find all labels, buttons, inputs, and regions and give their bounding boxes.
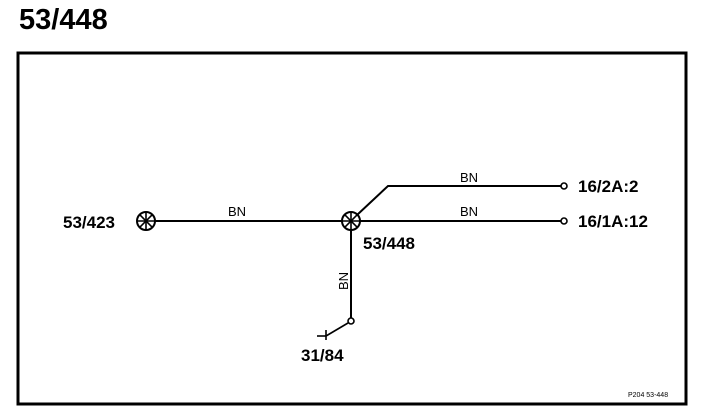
diagram-frame	[16, 51, 688, 406]
wire-branch-top	[356, 185, 561, 216]
label-left-connector: 53/423	[63, 213, 115, 232]
reference-code: P204 53-448	[628, 392, 668, 399]
connector-symbol-left	[136, 211, 156, 231]
label-splice: 53/448	[363, 234, 415, 253]
terminal-bottom-circle	[560, 217, 568, 225]
wire-label-main: BN	[228, 204, 246, 219]
page-title: 53/448	[19, 4, 108, 36]
wire-label-branch-top: BN	[460, 170, 478, 185]
wire-label-branch-bottom: BN	[460, 204, 478, 219]
splice-symbol	[341, 211, 361, 231]
wire-label-branch-ground: BN	[336, 272, 351, 290]
label-terminal-top: 16/2A:2	[578, 177, 638, 196]
label-terminal-bottom: 16/1A:12	[578, 212, 648, 231]
label-ground: 31/84	[301, 346, 344, 365]
terminal-top-circle	[560, 182, 568, 190]
ground-switch-symbol	[317, 317, 355, 340]
